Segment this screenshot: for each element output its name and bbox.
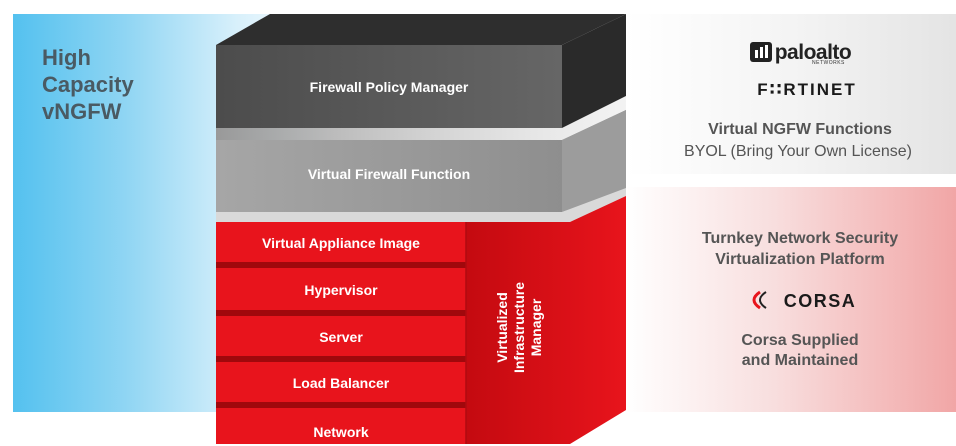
layer-divider [216, 402, 466, 408]
ngfw-functions-heading: Virtual NGFW Functions [708, 121, 892, 138]
layer-divider [216, 262, 466, 268]
vim-side-block [466, 196, 626, 444]
vim-line: Manager [528, 298, 545, 356]
vff-side-face [562, 110, 626, 212]
vim-line: Infrastructure [511, 281, 528, 373]
palo-alto-logo: paloalto [720, 38, 880, 68]
byol-subheading: BYOL (Bring Your Own License) [684, 143, 912, 160]
turnkey-heading: Turnkey Network Security Virtualization … [650, 228, 950, 270]
corsa-logo: CORSA [740, 288, 870, 314]
page-title: High Capacity vNGFW [42, 44, 222, 125]
palo-alto-subtext: NETWORKS [812, 60, 845, 66]
turnkey-line: Virtualization Platform [715, 251, 885, 268]
layer-server [216, 316, 466, 356]
firewall-policy-manager-label: Firewall Policy Manager [309, 79, 469, 95]
virtual-firewall-function-block [216, 110, 626, 212]
corsa-supplied-line: Corsa Supplied [741, 332, 859, 349]
corsa-wordmark: CORSA [783, 290, 857, 311]
layer-virtual-appliance-image [216, 222, 466, 262]
fpm-top-face [216, 14, 626, 45]
virtual-appliance-image-label: Virtual Appliance Image [262, 235, 420, 251]
corsa-supplied-line: and Maintained [741, 352, 859, 369]
virtualized-infrastructure-manager-label: Virtualized Infrastructure Manager [466, 222, 574, 432]
hypervisor-label: Hypervisor [304, 282, 378, 298]
layer-divider [216, 356, 466, 362]
palo-alto-wordmark: paloalto [774, 41, 852, 64]
network-label: Network [313, 424, 369, 440]
title-line: vNGFW [42, 99, 122, 124]
title-line: Capacity [42, 72, 134, 97]
virtual-firewall-function-label: Virtual Firewall Function [307, 166, 471, 182]
fortinet-logo: F∷RTINET [757, 80, 857, 99]
layer-hypervisor [216, 268, 466, 310]
vim-line: Virtualized [494, 291, 511, 363]
title-line: High [42, 45, 91, 70]
vff-face [216, 110, 626, 212]
palo-alto-logo-icon [750, 42, 772, 62]
layer-load-balancer [216, 362, 466, 402]
corsa-supplied-text: Corsa Supplied and Maintained [650, 331, 950, 371]
layer-shadow [216, 188, 626, 222]
infrastructure-stack [216, 196, 626, 444]
server-label: Server [319, 329, 363, 345]
layer-divider [216, 310, 466, 316]
fpm-front-face [216, 45, 562, 128]
firewall-policy-manager-block [216, 14, 626, 128]
layer-shadow [216, 96, 626, 140]
load-balancer-label: Load Balancer [292, 375, 390, 391]
layer-network [216, 408, 466, 444]
corsa-logo-icon [752, 290, 767, 310]
turnkey-line: Turnkey Network Security [701, 230, 899, 247]
fpm-side-face [562, 14, 626, 128]
ngfw-functions-panel [626, 14, 956, 174]
turnkey-platform-panel [626, 187, 956, 412]
